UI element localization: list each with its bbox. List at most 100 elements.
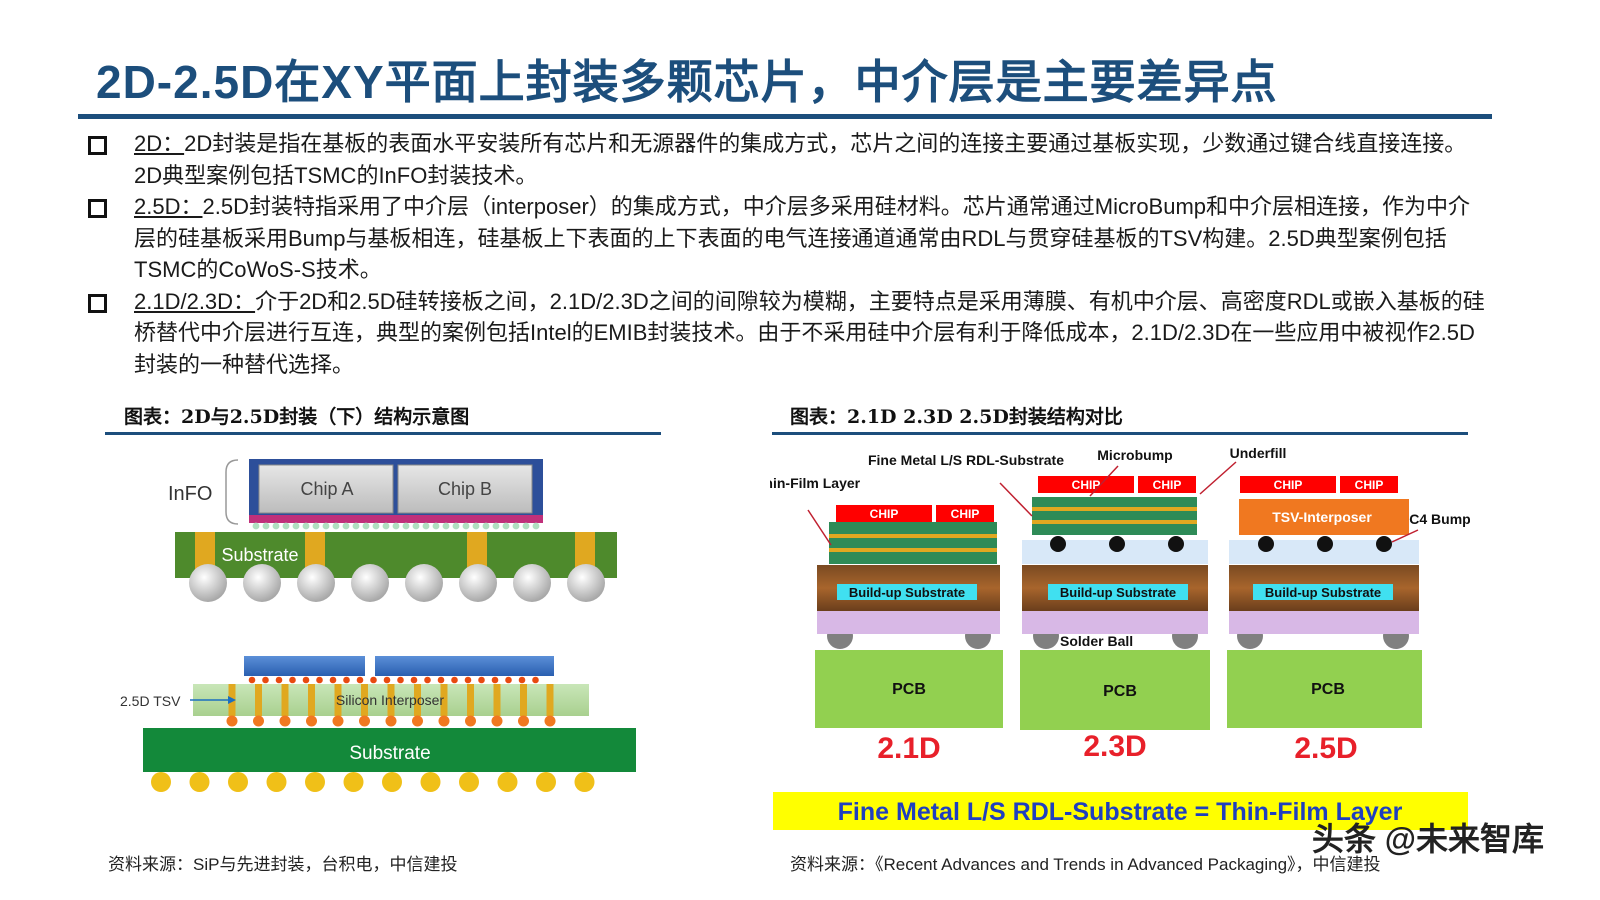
tsv — [493, 684, 501, 716]
c4-bump — [1050, 536, 1066, 552]
fine-metal-rdl — [1032, 497, 1197, 535]
c4-bump — [1317, 536, 1333, 552]
bullet-text: 介于2D和2.5D硅转接板之间，2.1D/2.3D之间的间隙较为模糊，主要特点是… — [134, 288, 1485, 377]
die-left — [244, 656, 365, 676]
micro-bump — [397, 676, 404, 684]
bullet-text: 2.5D封装特指采用了中介层（interposer）的集成方式，中介层多采用硅材… — [134, 194, 1471, 282]
chip-b-label: Chip B — [438, 479, 492, 499]
info-bump — [292, 522, 300, 530]
micro-bump — [491, 676, 499, 684]
micro-bump — [464, 676, 472, 684]
bga-ball — [151, 772, 171, 792]
info-bump — [502, 522, 510, 530]
substrate-base — [1229, 610, 1419, 634]
bullet-2-1d-2-3d: 2.1D/2.3D：介于2D和2.5D硅转接板之间，2.1D/2.3D之间的间隙… — [86, 286, 1486, 381]
tsv — [387, 684, 395, 716]
micro-bump — [275, 676, 283, 684]
buildup-label-bg — [1048, 584, 1188, 600]
micro-bump — [505, 676, 512, 684]
micro-bump — [424, 676, 431, 684]
info-bump — [272, 522, 280, 530]
right-source: 资料来源：《Recent Advances and Trends in Adva… — [790, 855, 1381, 874]
underfill-label: Underfill — [1230, 445, 1287, 461]
c4-bump — [332, 715, 344, 727]
c4-bump — [1258, 536, 1274, 552]
rdl-trace — [1032, 507, 1197, 511]
bga-ball — [497, 772, 518, 792]
info-bump — [432, 522, 440, 530]
underfill-pointer — [1199, 461, 1237, 495]
chip — [836, 505, 932, 522]
label-2-5d: 2.5D — [1294, 732, 1357, 765]
buildup-label-bg — [1253, 584, 1393, 600]
rdl-trace — [1032, 520, 1197, 524]
bullet-heading: 2.1D/2.3D： — [134, 288, 256, 314]
tsv — [334, 684, 342, 716]
right-caption-rule — [772, 432, 1468, 435]
bga-ball — [574, 772, 595, 792]
solder-ball — [189, 564, 227, 602]
fine-metal-label: Fine Metal L/S RDL-Substrate — [868, 452, 1064, 468]
micro-bump-row — [248, 676, 539, 684]
banner-text: Fine Metal L/S RDL-Substrate = Thin-Film… — [838, 798, 1403, 826]
pcb — [1020, 650, 1210, 730]
c4-bump — [226, 715, 238, 727]
info-bump — [492, 522, 500, 530]
tsv — [414, 684, 421, 716]
substrate-2-5d — [143, 728, 636, 772]
tsv — [361, 684, 368, 716]
info-bump — [282, 522, 290, 530]
c4-bump — [438, 715, 450, 727]
chip-label: CHIP — [1274, 478, 1303, 492]
tsv-label: 2.5D TSV — [120, 693, 181, 709]
chip — [1138, 476, 1196, 493]
info-bump — [262, 522, 270, 530]
info-bump — [532, 522, 540, 530]
c4-bump — [306, 715, 317, 727]
left-source: 资料来源：SiP与先进封装，台积电，中信建投 — [108, 855, 458, 874]
substrate-2d-label: Substrate — [221, 545, 298, 565]
c4-bump — [385, 715, 397, 727]
bga-ball — [343, 772, 364, 792]
buildup-label: Build-up Substrate — [1060, 585, 1176, 600]
info-bump — [462, 522, 470, 530]
die-right — [375, 656, 554, 676]
micro-bump — [451, 676, 458, 684]
info-bump — [482, 522, 490, 530]
package-2-5d: PCB Build-up Substrate TSV-Interposer CH… — [1227, 476, 1422, 765]
bullet-heading: 2D： — [134, 131, 185, 156]
chip — [1038, 476, 1134, 493]
c4-bump — [359, 715, 370, 727]
pcb — [815, 650, 1003, 728]
bga-ball — [459, 772, 479, 792]
c4-bump — [1376, 536, 1392, 552]
info-bump — [412, 522, 420, 530]
substrate-base — [1022, 610, 1208, 634]
c4-bump — [1109, 536, 1125, 552]
info-bump — [402, 522, 410, 530]
c4-bump-label: C4 Bump — [1409, 511, 1470, 527]
info-bump — [252, 522, 260, 530]
micro-bump — [532, 676, 539, 684]
thin-film-trace — [829, 534, 997, 538]
title-divider — [78, 114, 1492, 119]
right-figure-caption: 图表：2.1D 2.3D 2.5D封装结构对比 — [790, 406, 1123, 428]
info-bump — [522, 522, 530, 530]
tsv — [255, 684, 262, 716]
substrate-base — [817, 610, 1000, 634]
microbump-label: Microbump — [1097, 447, 1172, 463]
micro-bump — [316, 676, 323, 684]
micro-bump — [302, 676, 310, 684]
interposer-label: Silicon Interposer — [336, 692, 445, 708]
info-bump — [442, 522, 450, 530]
info-bump — [472, 522, 480, 530]
chip — [1240, 476, 1336, 493]
c4-pointer — [1391, 529, 1419, 543]
pcb — [1227, 650, 1422, 728]
bga-ball — [382, 772, 402, 792]
banner-bg — [773, 792, 1468, 830]
info-bump — [352, 522, 360, 530]
chip-label: CHIP — [1072, 478, 1101, 492]
micro-bump — [478, 676, 485, 684]
chip — [1340, 476, 1398, 493]
